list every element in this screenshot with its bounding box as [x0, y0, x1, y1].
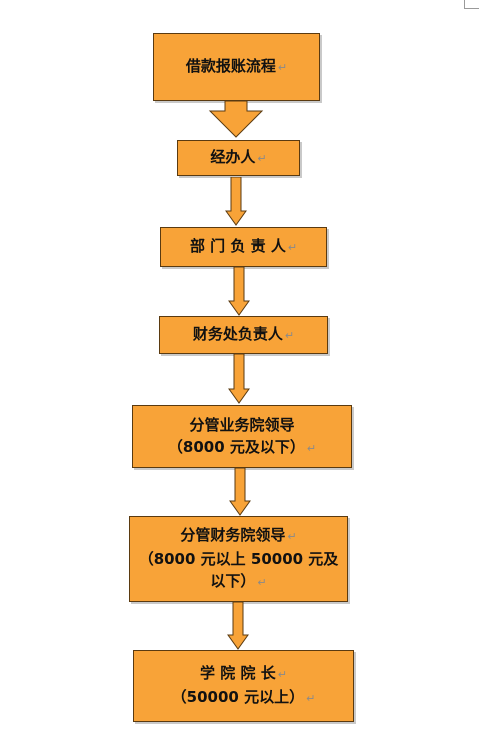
flow-step-handler: 经办人↵ — [177, 140, 300, 176]
flow-step-business-leader: 分管业务院领导 （8000 元及以下）↵ — [132, 405, 352, 468]
flow-arrow-down — [227, 602, 249, 650]
step-line: （50000 元以上） — [171, 688, 305, 706]
flow-arrow-down — [229, 468, 251, 516]
paragraph-mark: ↵ — [306, 441, 317, 455]
flow-title-box: 借款报账流程↵ — [153, 33, 320, 101]
step-line: 部 门 负 责 人 — [189, 237, 286, 255]
flow-arrow-down — [208, 101, 264, 138]
step-line: 经办人 — [210, 148, 256, 166]
step-line: 财务处负责人 — [192, 325, 283, 343]
paragraph-mark: ↵ — [284, 329, 295, 342]
step-line: 分管财务院领导 — [180, 526, 286, 544]
flow-arrow-down — [228, 354, 250, 404]
step-line: 学 院 院 长 — [200, 664, 276, 682]
flow-arrow-down — [228, 267, 250, 316]
flow-arrow-down — [225, 177, 247, 226]
flow-step-finance-head: 财务处负责人↵ — [159, 316, 328, 354]
paragraph-mark: ↵ — [287, 530, 297, 543]
page-corner-mark — [464, 0, 479, 9]
flow-step-finance-leader: 分管财务院领导↵ （8000 元以上 50000 元及 以下）↵ — [129, 516, 348, 602]
flow-step-dept-head: 部 门 负 责 人↵ — [160, 227, 327, 267]
step-line: 分管业务院领导 — [189, 415, 295, 434]
paragraph-mark: ↵ — [277, 668, 287, 681]
paragraph-mark: ↵ — [257, 152, 267, 165]
step-line: （8000 元以上 50000 元及 — [138, 550, 339, 568]
paragraph-mark: ↵ — [257, 576, 267, 589]
paragraph-mark: ↵ — [277, 61, 288, 74]
step-line: （8000 元及以下） — [167, 437, 305, 456]
flow-title: 借款报账流程 — [185, 57, 276, 75]
flow-step-dean: 学 院 院 长↵ （50000 元以上）↵ — [133, 650, 354, 722]
paragraph-mark: ↵ — [287, 241, 298, 254]
step-line: 以下） — [210, 572, 256, 590]
paragraph-mark: ↵ — [306, 692, 316, 705]
